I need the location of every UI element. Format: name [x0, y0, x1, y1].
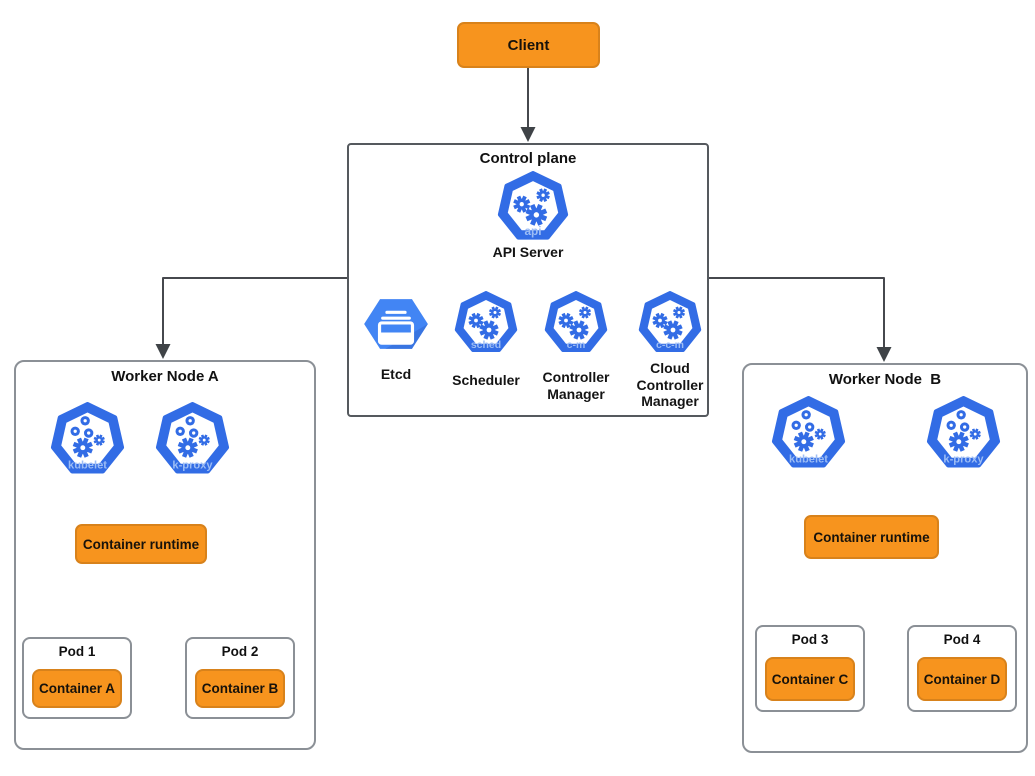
scheduler-label: Scheduler [452, 372, 520, 388]
pod-2-title: Pod 2 [221, 644, 259, 659]
icon-badge-text: api [524, 224, 541, 238]
icon-badge-text: k-proxy [172, 460, 213, 472]
pod-4-title: Pod 4 [943, 632, 981, 647]
kproxy-b-icon: k-proxy [926, 396, 1001, 471]
controller-manager-label: Controller Manager [542, 369, 610, 402]
container-runtime-a-label: Container runtime [82, 536, 200, 552]
worker-node-a-box: Worker Node A kubelet k-proxy Container … [14, 360, 316, 750]
control-plane-box: Control plane api API Server sched c-m c… [347, 143, 709, 417]
icon-badge-text: sched [471, 339, 501, 351]
controller-manager-icon: c-m [544, 291, 608, 355]
container-b-box: Container B [195, 669, 285, 708]
etcd-label: Etcd [380, 366, 412, 382]
client-label: Client [507, 36, 550, 54]
pod-3-title: Pod 3 [791, 632, 829, 647]
kubelet-a-icon: kubelet [50, 402, 125, 477]
scheduler-icon: sched [454, 291, 518, 355]
pod-1-title: Pod 1 [58, 644, 96, 659]
icon-badge-text: c-m [567, 339, 586, 351]
worker-node-b-title: Worker Node B [828, 371, 942, 388]
kubelet-b-icon: kubelet [771, 396, 846, 471]
container-runtime-a-box: Container runtime [75, 524, 207, 564]
container-a-box: Container A [32, 669, 122, 708]
container-c-box: Container C [765, 657, 855, 701]
control-plane-title: Control plane [479, 150, 577, 167]
container-d-label: Container D [923, 671, 1001, 687]
arrow-control-plane-to-worker-b [709, 277, 892, 362]
cloud-controller-manager-label: Cloud Controller Manager [636, 360, 704, 410]
pod-2-box: Pod 2 Container B [185, 637, 295, 719]
cloud-controller-manager-icon: c-c-m [638, 291, 702, 355]
icon-badge-text: k-proxy [943, 454, 984, 466]
icon-badge-text: kubelet [68, 460, 107, 472]
container-runtime-b-label: Container runtime [813, 529, 930, 545]
icon-badge-text: c-c-m [656, 339, 684, 351]
container-a-label: Container A [38, 681, 115, 696]
icon-badge-text: kubelet [789, 454, 828, 466]
client-box: Client [457, 22, 600, 68]
api-server-icon: api [497, 171, 569, 243]
etcd-icon [360, 290, 432, 358]
worker-node-b-box: Worker Node B kubelet k-proxy Container … [742, 363, 1028, 753]
worker-node-a-title: Worker Node A [111, 368, 219, 385]
api-server-label: API Server [492, 244, 564, 260]
container-c-label: Container C [771, 671, 849, 687]
container-b-label: Container B [201, 681, 279, 696]
container-d-box: Container D [917, 657, 1007, 701]
pod-1-box: Pod 1 Container A [22, 637, 132, 719]
container-runtime-b-box: Container runtime [804, 515, 939, 559]
kproxy-a-icon: k-proxy [155, 402, 230, 477]
pod-4-box: Pod 4 Container D [907, 625, 1017, 712]
pod-3-box: Pod 3 Container C [755, 625, 865, 712]
arrow-control-plane-to-worker-a [155, 277, 347, 359]
